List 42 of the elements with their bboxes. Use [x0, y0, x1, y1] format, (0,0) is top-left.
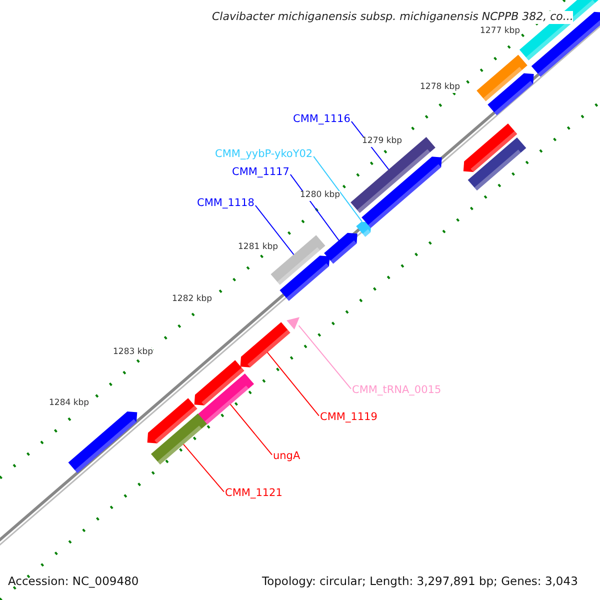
leader-line	[254, 204, 294, 256]
gene-block	[68, 412, 138, 474]
accession-text: Accession: NC_009480	[8, 575, 139, 588]
leader-line	[298, 325, 352, 390]
gene-label: CMM_1117	[232, 166, 290, 178]
scale-label: 1282 kbp	[172, 295, 212, 305]
scale-label: 1284 kbp	[49, 399, 90, 409]
gene-label: CMM_1116	[293, 113, 350, 126]
gene-block	[280, 256, 330, 301]
gene-block	[463, 123, 518, 172]
leader-line	[230, 404, 272, 456]
gene-block	[198, 373, 254, 425]
gene-block	[362, 156, 442, 228]
gene-block	[476, 54, 528, 102]
scale-label: 1280 kbp	[300, 191, 340, 201]
leader-line	[183, 444, 224, 492]
gene-label: CMM_1119	[320, 411, 378, 424]
gene-block	[147, 398, 198, 444]
leader-line	[313, 156, 362, 222]
gene-label: CMM_1118	[197, 197, 254, 210]
gene-block	[150, 413, 208, 465]
gene-block	[519, 0, 600, 60]
gene-block	[356, 222, 372, 237]
scale-label: 1277 kbp	[480, 27, 520, 37]
gene-block	[240, 322, 290, 368]
gene-label: ungA	[273, 450, 300, 462]
leader-line	[266, 352, 320, 416]
gene-block	[488, 73, 534, 116]
gene-label: CMM_tRNA_0015	[352, 384, 442, 396]
gene-label: CMM_yybP-ykoY02	[215, 148, 313, 160]
gene-block	[324, 232, 358, 264]
gene-block	[468, 137, 526, 191]
scale-label: 1281 kbp	[238, 243, 278, 253]
scale-label: 1283 kbp	[113, 348, 154, 358]
title: Clavibacter michiganensis subsp. michiganensis NCPPB 382, co...	[212, 11, 574, 24]
genome-info-text: Topology: circular; Length: 3,297,891 bp; Genes: 3,043	[262, 575, 578, 588]
scale-label: 1278 kbp	[420, 83, 460, 93]
gene-block	[350, 137, 436, 213]
gene-label: CMM_1121	[225, 487, 282, 500]
gene-block	[194, 360, 244, 406]
scale-label: 1279 kbp	[362, 137, 402, 147]
trna-marker	[286, 317, 300, 330]
